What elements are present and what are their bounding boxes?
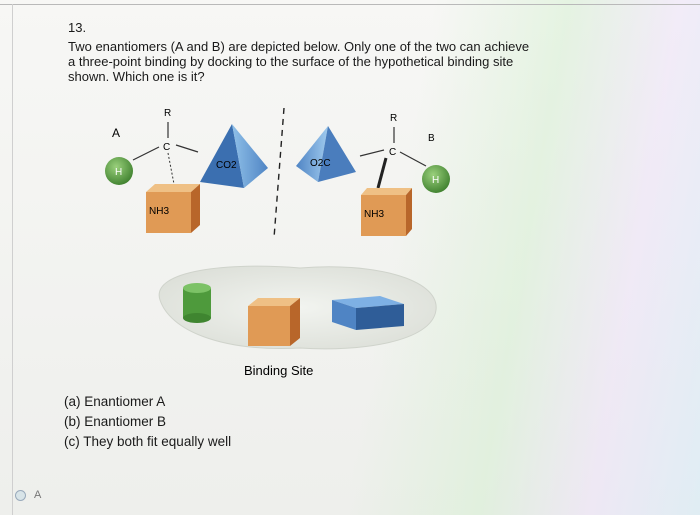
co2-label-b: O2C xyxy=(310,158,331,169)
bond-nh3-b xyxy=(376,157,388,189)
binding-site-label: Binding Site xyxy=(244,363,313,378)
nh3-label-b: NH3 xyxy=(364,209,384,220)
site-blue-box-top xyxy=(332,296,404,308)
co2-label-a: CO2 xyxy=(216,160,237,171)
hydrogen-ball-b xyxy=(422,165,450,193)
carbon-a: C xyxy=(163,142,170,153)
enantiomer-b: B R C H NH3 O2C xyxy=(296,113,450,236)
nh3-label-a: NH3 xyxy=(149,206,169,217)
label-b: B xyxy=(428,133,435,144)
question-text: Two enantiomers (A and B) are depicted b… xyxy=(68,39,530,84)
site-orange-cube-top xyxy=(248,298,300,306)
co2-pyramid-left-face-a xyxy=(200,124,244,188)
hydrogen-label-b: H xyxy=(432,175,439,186)
bond-h-a xyxy=(132,146,160,161)
bond-co2-b xyxy=(359,149,385,157)
r-group-b: R xyxy=(390,113,397,124)
co2-pyramid-right-face-b xyxy=(318,126,356,182)
nh3-cube-a xyxy=(146,192,191,233)
option-a[interactable]: (a) Enantiomer A xyxy=(64,394,166,409)
bond-co2-a xyxy=(175,144,199,153)
site-orange-cube-side xyxy=(290,298,300,346)
site-blue-box xyxy=(332,300,356,330)
nh3-cube-b xyxy=(361,195,406,236)
question-number: 13. xyxy=(68,20,87,35)
site-green-cylinder-base xyxy=(183,313,211,323)
site-orange-cube xyxy=(248,306,290,346)
site-blue-box-side xyxy=(356,304,404,330)
selected-answer-label: A xyxy=(34,489,42,501)
co2-pyramid-b xyxy=(296,126,328,182)
option-b[interactable]: (b) Enantiomer B xyxy=(64,414,167,429)
carbon-b: C xyxy=(389,147,396,158)
mirror-plane xyxy=(273,107,285,239)
top-divider xyxy=(0,4,700,5)
enantiomer-a: A R C H NH3 CO2 xyxy=(105,108,268,233)
site-green-cylinder-top xyxy=(183,283,211,293)
bond-nh3-a xyxy=(167,152,175,185)
label-a: A xyxy=(112,126,120,140)
r-group-a: R xyxy=(164,108,171,119)
bond-h-b xyxy=(399,151,427,167)
left-divider xyxy=(12,4,13,515)
option-c[interactable]: (c) They both fit equally well xyxy=(64,434,232,449)
nh3-cube-side-b xyxy=(406,188,412,236)
answer-options: (a) Enantiomer A (b) Enantiomer B (c) Th… xyxy=(64,392,231,452)
nh3-cube-top-b xyxy=(361,188,412,195)
nh3-cube-side-a xyxy=(191,184,200,233)
hydrogen-label-a: H xyxy=(115,167,122,178)
hydrogen-ball-a xyxy=(105,157,133,185)
binding-site: Binding Site xyxy=(158,265,437,378)
selected-answer[interactable]: A xyxy=(15,489,41,501)
radio-button[interactable] xyxy=(15,489,26,501)
nh3-cube-top-a xyxy=(146,184,200,192)
co2-pyramid-a xyxy=(232,124,268,188)
